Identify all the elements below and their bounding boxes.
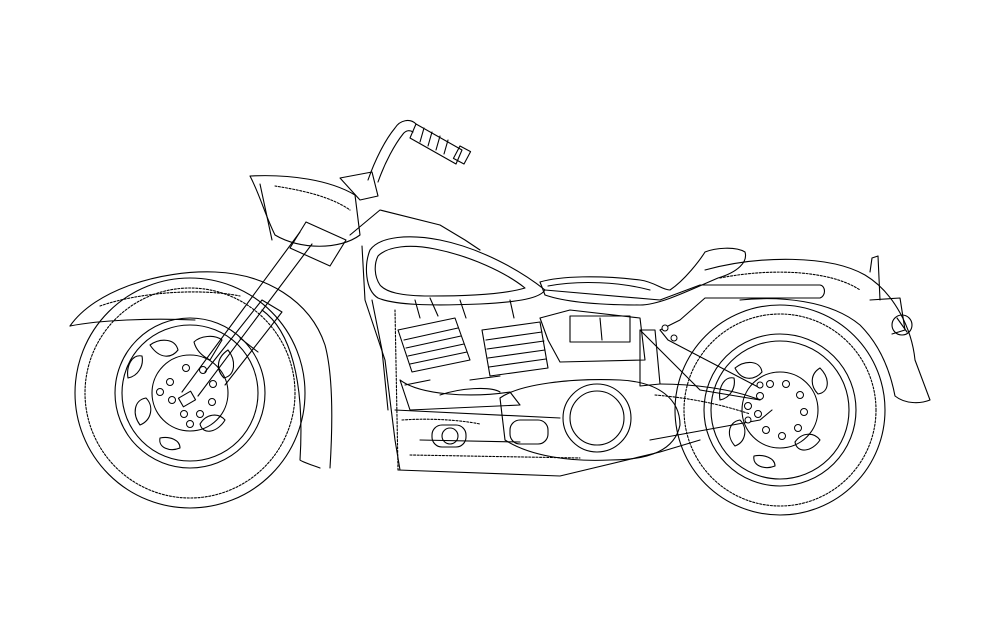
front-wheel: [74, 277, 306, 509]
front-fairing: [249, 171, 379, 247]
handlebar: [367, 119, 472, 183]
seat: [539, 247, 747, 306]
fuel-tank: [365, 236, 546, 306]
exhaust: [654, 383, 761, 415]
frame: [349, 209, 826, 477]
rear-fender: [704, 255, 931, 404]
engine: [394, 297, 681, 471]
rear-wheel: [674, 304, 886, 516]
front-fork: [181, 221, 347, 397]
